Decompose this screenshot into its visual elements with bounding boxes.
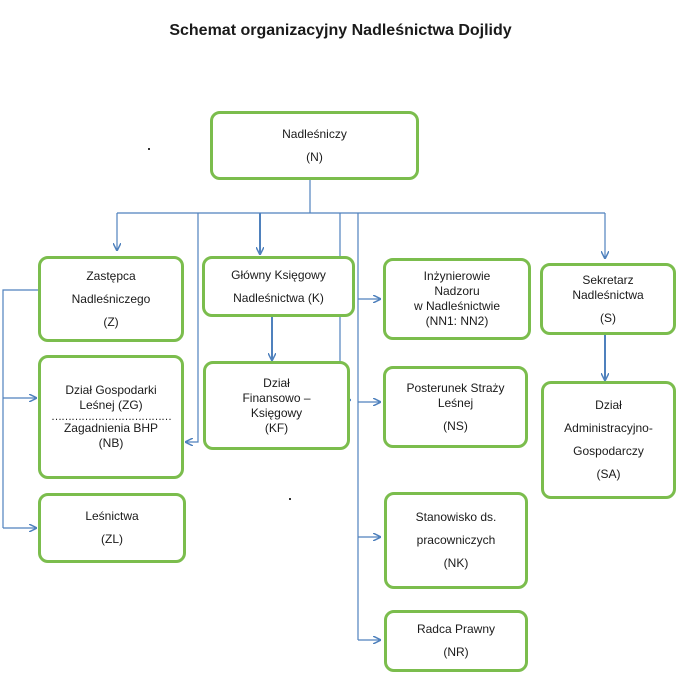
node-dzial-finansowo: Dział Finansowo – Księgowy (KF) xyxy=(203,361,350,450)
node-line: Leśnictwa xyxy=(85,509,139,523)
node-line: Posterunek Straży xyxy=(406,380,505,395)
stray-dot xyxy=(289,498,291,500)
node-line: Administracyjno- xyxy=(564,421,653,435)
node-line: Dział xyxy=(595,398,622,412)
node-line: Nadleśnictwa xyxy=(572,287,644,302)
node-line: (KF) xyxy=(264,420,289,435)
node-dzial-administracyjny: Dział Administracyjno- Gospodarczy (SA) xyxy=(541,381,676,499)
node-line: Leśnej (ZG) xyxy=(79,397,143,412)
node-glowny-ksiegowy: Główny Księgowy Nadleśnictwa (K) xyxy=(202,256,355,317)
node-line: Księgowy xyxy=(250,405,303,420)
node-line: pracowniczych xyxy=(416,533,496,547)
node-line: (Z) xyxy=(103,314,119,329)
node-line: (NB) xyxy=(98,436,124,451)
node-line: Dział xyxy=(263,375,290,390)
node-line: (ZL) xyxy=(101,532,123,546)
node-dzial-gospodarki: Dział Gospodarki Leśnej (ZG) ……………………………… xyxy=(38,355,184,479)
node-line: (S) xyxy=(600,310,616,325)
node-line: (NN1: NN2) xyxy=(425,314,489,328)
node-line: Zastępca xyxy=(86,268,136,283)
node-stanowisko: Stanowisko ds. pracowniczych (NK) xyxy=(384,492,528,589)
node-line: Nadzoru xyxy=(434,284,480,298)
node-line: Zagadnienia BHP xyxy=(63,421,159,436)
stray-dot xyxy=(148,148,150,150)
node-lesnictwa: Leśnictwa (ZL) xyxy=(38,493,186,563)
node-line: (NK) xyxy=(443,556,469,570)
node-line: Sekretarz xyxy=(582,272,634,287)
node-line: Główny Księgowy xyxy=(231,267,326,282)
node-radca-prawny: Radca Prawny (NR) xyxy=(384,610,528,672)
node-line: Stanowisko ds. xyxy=(415,510,497,524)
node-line: Leśnej xyxy=(437,395,474,410)
separator: ……………………………… xyxy=(51,410,172,423)
node-posterunek: Posterunek Straży Leśnej (NS) xyxy=(383,366,528,448)
node-line: Finansowo – xyxy=(242,390,311,405)
node-line: (NR) xyxy=(443,645,469,659)
node-line: Nadleśniczy xyxy=(282,126,347,141)
node-sekretarz: Sekretarz Nadleśnictwa (S) xyxy=(540,263,676,335)
page-title: Schemat organizacyjny Nadleśnictwa Dojli… xyxy=(169,22,512,39)
node-line: (N) xyxy=(306,149,323,164)
node-nadlesniczy: Nadleśniczy (N) xyxy=(210,111,419,180)
node-line: Nadleśnictwa (K) xyxy=(233,290,324,305)
node-line: (NS) xyxy=(443,418,468,433)
node-line: Dział Gospodarki xyxy=(65,382,157,397)
node-line: Radca Prawny xyxy=(416,622,496,636)
node-zastepca: Zastępca Nadleśniczego (Z) xyxy=(38,256,184,342)
node-line: Inżynierowie xyxy=(423,269,491,283)
node-line: (SA) xyxy=(596,467,621,481)
node-line: Gospodarczy xyxy=(573,444,644,458)
node-inzynierowie: Inżynierowie Nadzoru w Nadleśnictwie (NN… xyxy=(383,258,531,340)
node-line: Nadleśniczego xyxy=(71,291,151,306)
node-line: w Nadleśnictwie xyxy=(413,299,501,313)
